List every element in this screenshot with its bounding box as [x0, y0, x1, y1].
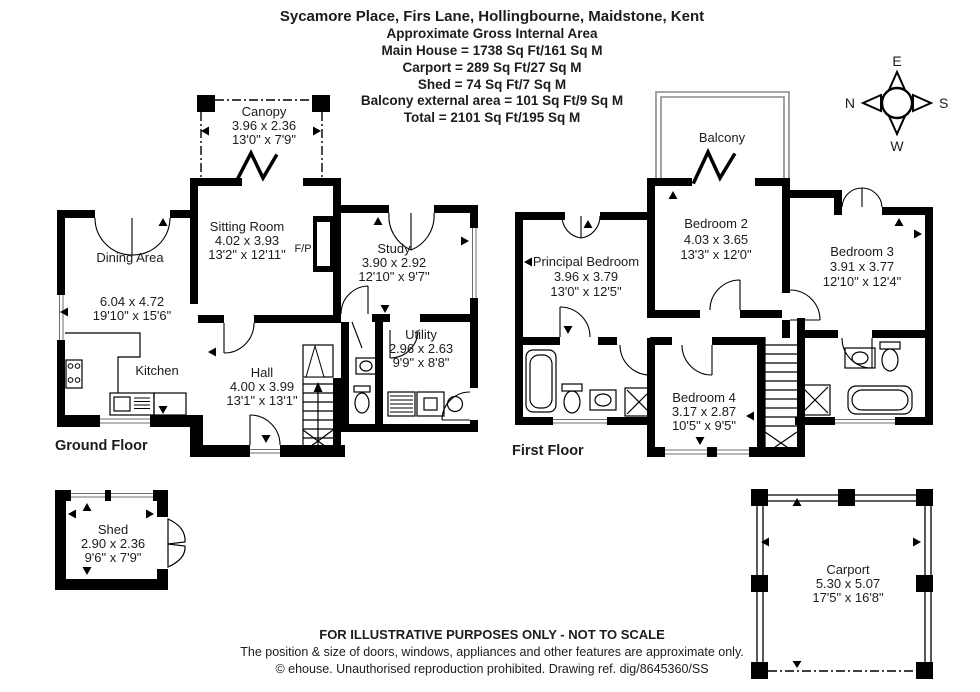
hall-name: Hall: [251, 365, 274, 380]
study-name: Study: [377, 241, 411, 256]
header-area-main: Main House = 1738 Sq Ft/161 Sq M: [382, 43, 603, 58]
fireplace: F/P: [294, 222, 330, 266]
kitchen-name: Kitchen: [135, 363, 178, 378]
principal-name: Principal Bedroom: [533, 254, 639, 269]
shed-door: [157, 517, 186, 569]
first-floor-windows: [553, 417, 895, 457]
compass-left-label: N: [845, 95, 855, 111]
utility-name: Utility: [405, 327, 437, 342]
first-floor-walls: [515, 178, 933, 457]
bedroom3-imperial: 12'10" x 12'4": [823, 274, 902, 289]
carport-name: Carport: [826, 562, 870, 577]
canopy-metric: 3.96 x 2.36: [232, 118, 296, 133]
first-floor-labels: Balcony Bedroom 2 4.03 x 3.65 13'3" x 12…: [512, 130, 902, 459]
compass-top-label: E: [892, 53, 901, 69]
shed-name: Shed: [98, 522, 128, 537]
footer-copyright: © ehouse. Unauthorised reproduction proh…: [275, 662, 708, 676]
header-area-shed: Shed = 74 Sq Ft/7 Sq M: [418, 77, 566, 92]
page-title: Sycamore Place, Firs Lane, Hollingbourne…: [280, 8, 704, 25]
fireplace-label: F/P: [294, 243, 311, 255]
first-floor-plan: Balcony Bedroom 2 4.03 x 3.65 13'3" x 12…: [512, 91, 933, 459]
utility-imperial: 9'9" x 8'8": [393, 355, 450, 370]
ground-floor-windows: [57, 228, 478, 455]
bedroom4-metric: 3.17 x 2.87: [672, 404, 736, 419]
principal-metric: 3.96 x 3.79: [554, 269, 618, 284]
ground-floor-labels: Canopy 3.96 x 2.36 13'0" x 7'9" Sitting …: [55, 104, 453, 454]
canopy-opening-symbol: [234, 149, 279, 183]
ground-floor-dimension-markers: [60, 126, 469, 443]
header-area-carport: Carport = 289 Sq Ft/27 Sq M: [403, 60, 582, 75]
sitting-metric: 4.02 x 3.93: [215, 233, 279, 248]
ground-floor-stairs: [302, 344, 334, 457]
header-area-total: Total = 2101 Sq Ft/195 Sq M: [404, 110, 580, 125]
ground-floor-label: Ground Floor: [55, 438, 148, 454]
ensuite-fixtures: [799, 341, 913, 416]
canopy-outline: [197, 95, 330, 178]
principal-imperial: 13'0" x 12'5": [550, 284, 622, 299]
ground-floor-plan: F/P: [55, 95, 478, 457]
footer-disclaimer: FOR ILLUSTRATIVE PURPOSES ONLY - NOT TO …: [319, 627, 665, 642]
first-floor-stairs: [764, 337, 798, 457]
first-floor-doors: [559, 187, 883, 376]
carport-dimension-markers: [761, 498, 921, 668]
sitting-imperial: 13'2" x 12'11": [208, 247, 286, 262]
shed-windows: [71, 490, 153, 501]
hall-imperial: 13'1" x 13'1": [226, 393, 298, 408]
hall-metric: 4.00 x 3.99: [230, 379, 294, 394]
canopy-name: Canopy: [242, 104, 287, 119]
compass-right-label: S: [939, 95, 948, 111]
first-floor-dimension-markers: [524, 191, 922, 445]
study-imperial: 12'10" x 9'7": [358, 269, 430, 284]
sitting-name: Sitting Room: [210, 219, 284, 234]
header-subtitle: Approximate Gross Internal Area: [386, 26, 598, 41]
ground-floor-doors: [94, 212, 471, 446]
bedroom4-imperial: 10'5" x 9'5": [672, 418, 736, 433]
shed-imperial: 9'6" x 7'9": [85, 550, 142, 565]
shed-labels: Shed 2.90 x 2.36 9'6" x 7'9": [81, 522, 145, 565]
wc-fixtures: [353, 357, 377, 414]
study-metric: 3.90 x 2.92: [362, 255, 426, 270]
compass-icon: E N S W: [845, 53, 948, 154]
shed-plan: Shed 2.90 x 2.36 9'6" x 7'9": [55, 490, 186, 590]
balcony-outline: [655, 91, 790, 178]
dining-imperial: 19'10" x 15'6": [93, 308, 172, 323]
carport-metric: 5.30 x 5.07: [816, 576, 880, 591]
header-area-balcony: Balcony external area = 101 Sq Ft/9 Sq M: [361, 93, 623, 108]
kitchen-fixtures: [65, 332, 187, 416]
balcony-name: Balcony: [699, 130, 746, 145]
dining-metric: 6.04 x 4.72: [100, 294, 164, 309]
utility-metric: 2.96 x 2.63: [389, 341, 453, 356]
compass-bottom-label: W: [890, 138, 904, 154]
carport-plan: Carport 5.30 x 5.07 17'5" x 16'8": [751, 489, 933, 679]
bedroom4-name: Bedroom 4: [672, 390, 736, 405]
canopy-imperial: 13'0" x 7'9": [232, 132, 296, 147]
carport-posts: [751, 489, 933, 679]
carport-imperial: 17'5" x 16'8": [812, 590, 884, 605]
shed-metric: 2.90 x 2.36: [81, 536, 145, 551]
bedroom3-name: Bedroom 3: [830, 244, 894, 259]
balcony-opening-symbol: [691, 147, 737, 185]
footer-block: FOR ILLUSTRATIVE PURPOSES ONLY - NOT TO …: [240, 627, 744, 676]
bedroom2-name: Bedroom 2: [684, 216, 748, 231]
carport-labels: Carport 5.30 x 5.07 17'5" x 16'8": [812, 562, 884, 605]
shed-dimension-markers: [68, 503, 154, 575]
bedroom2-metric: 4.03 x 3.65: [684, 232, 748, 247]
utility-fixtures: [387, 391, 464, 417]
first-floor-label: First Floor: [512, 443, 584, 459]
bedroom3-metric: 3.91 x 3.77: [830, 259, 894, 274]
footer-note: The position & size of doors, windows, a…: [240, 645, 744, 659]
bedroom2-imperial: 13'3" x 12'0": [680, 247, 752, 262]
bathroom-fixtures: [525, 349, 654, 417]
header-block: Sycamore Place, Firs Lane, Hollingbourne…: [280, 8, 704, 125]
dining-name: Dining Area: [96, 250, 164, 265]
